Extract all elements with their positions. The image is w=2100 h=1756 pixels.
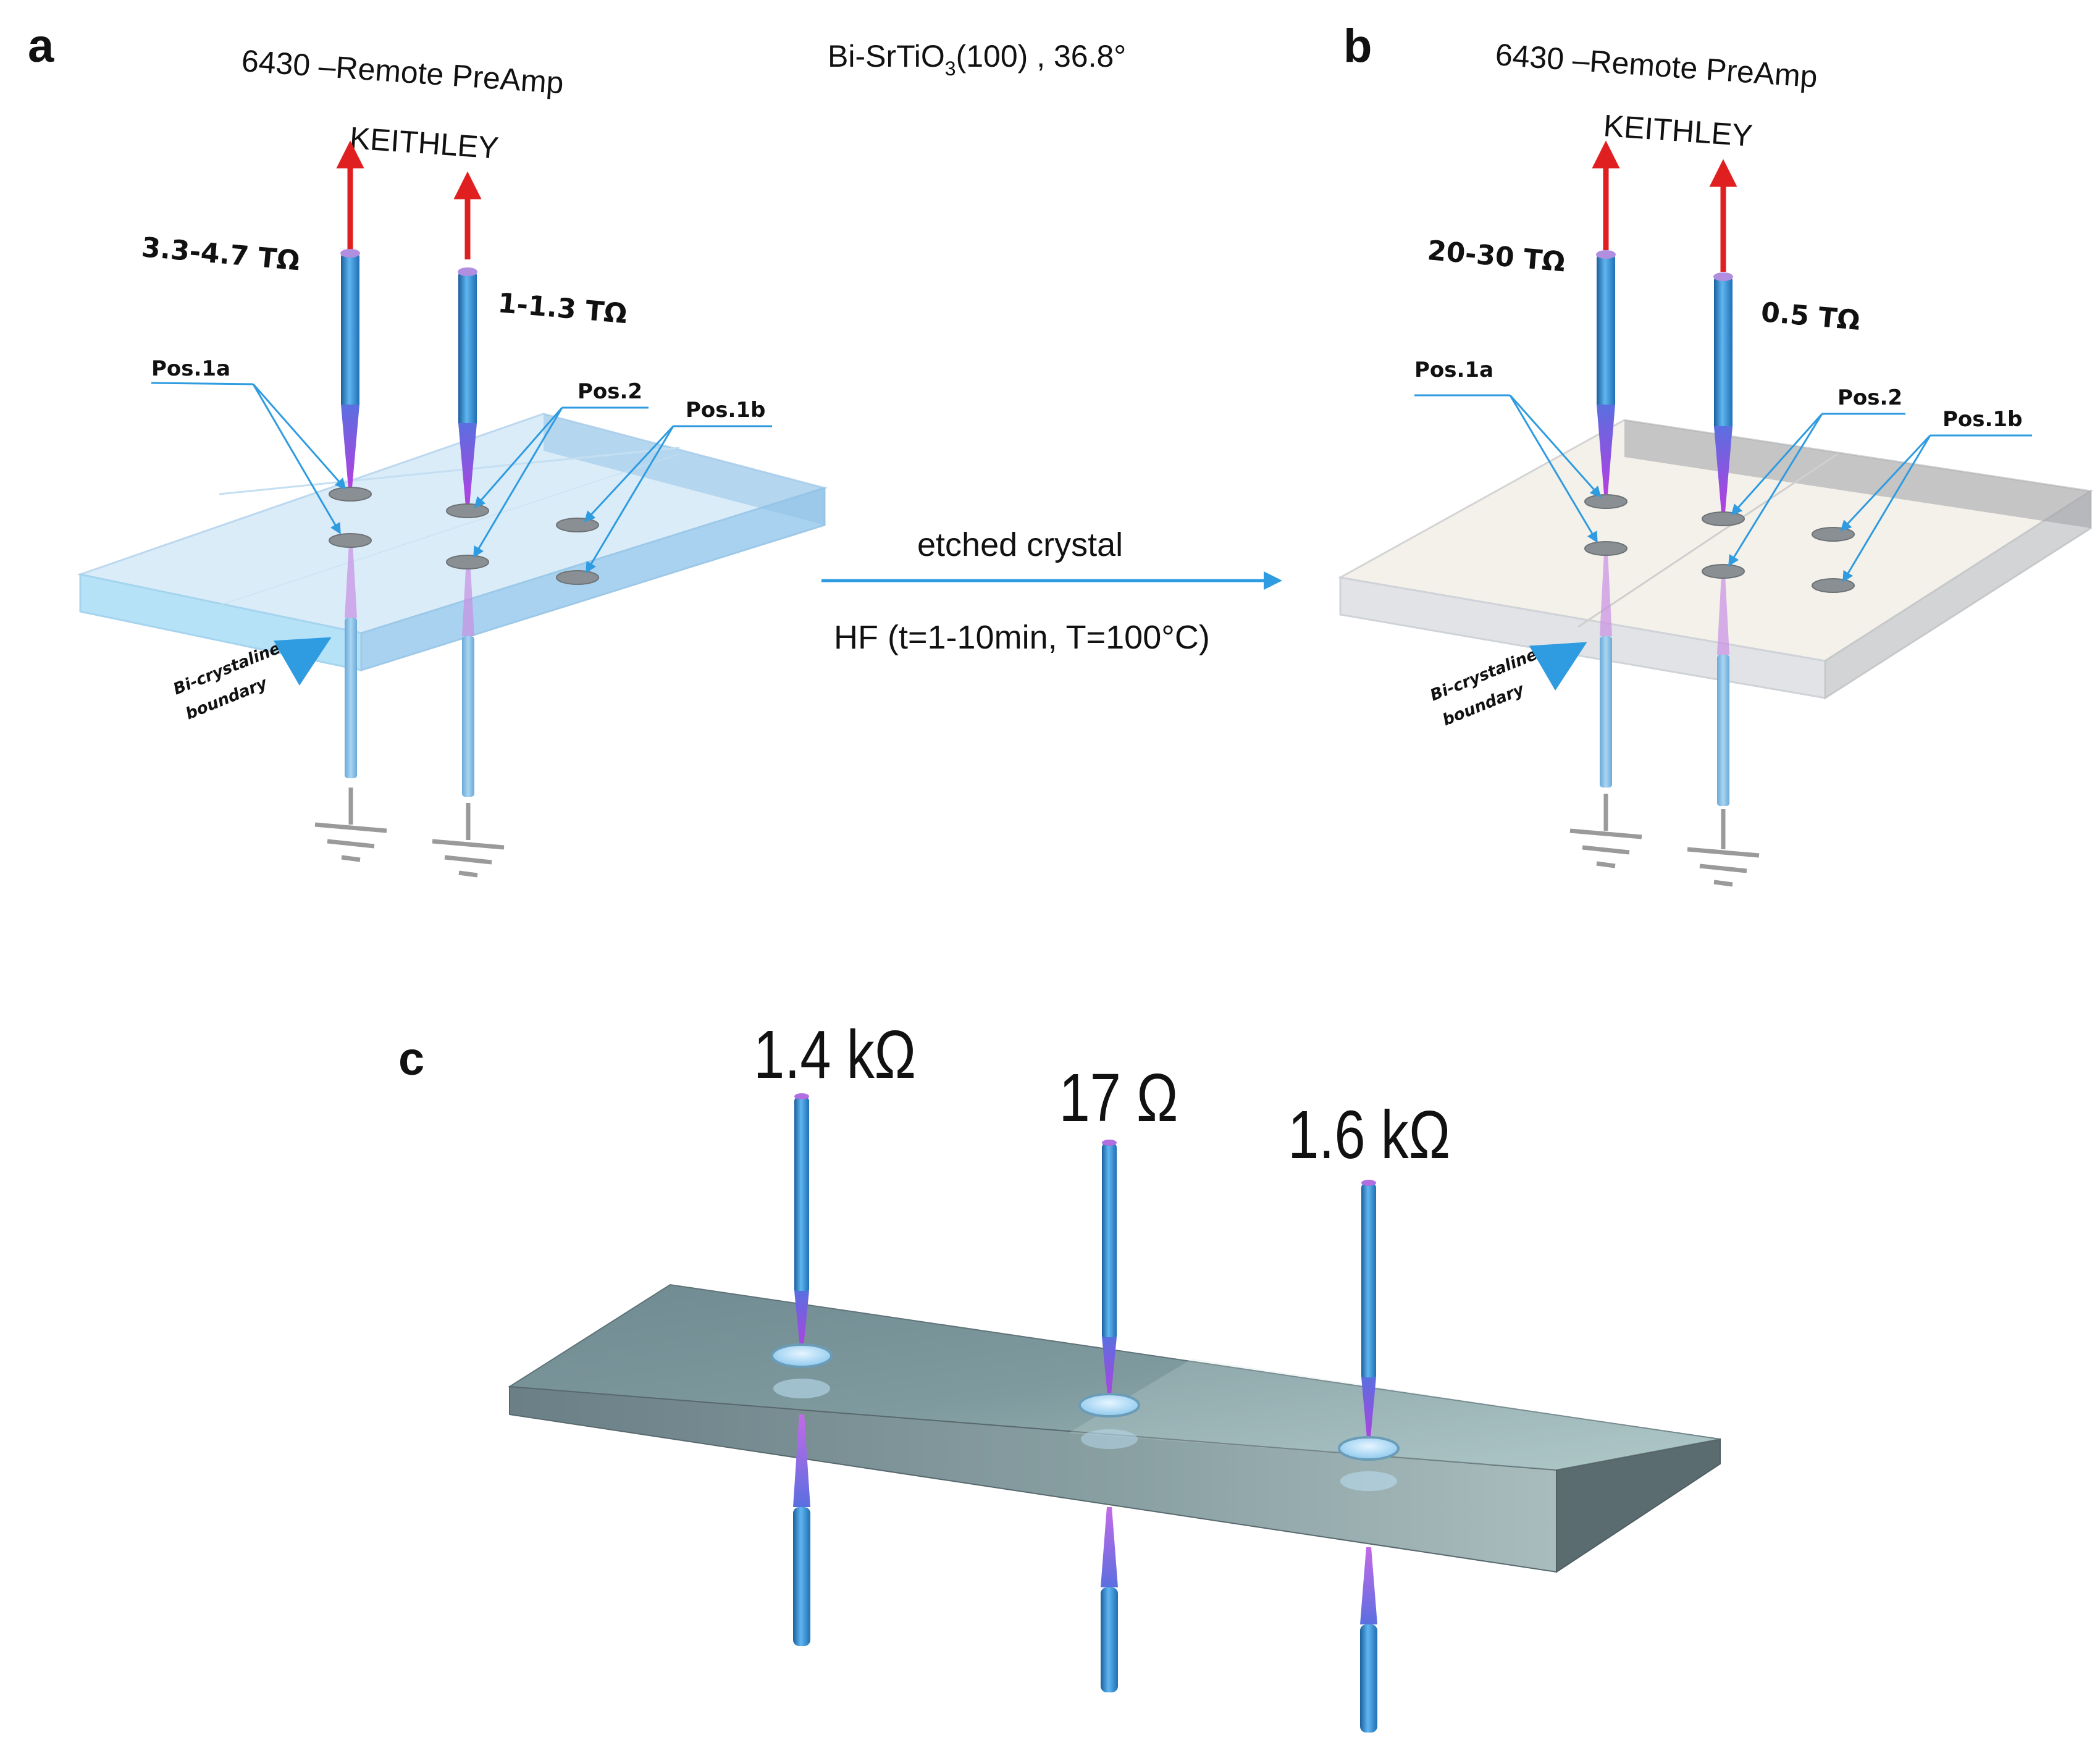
figure-title: Bi-SrTiO3(100) , 36.8° xyxy=(828,39,1126,80)
panel-a-probe-left xyxy=(340,249,360,488)
panel-a-boundary-annotation: Bi-crystaline boundary xyxy=(170,637,332,723)
panel-a-instrument-label: 6430 –Remote PreAmp xyxy=(240,43,565,100)
panel-b-pad-1a-bottom xyxy=(1584,541,1628,556)
panel-a-pos-1a-leader xyxy=(151,382,254,385)
panel-b-pos-1b-pointer-bottom xyxy=(1842,435,1931,583)
panel-b-pad-1b-bottom xyxy=(1812,578,1855,593)
panel-a-probe-right xyxy=(458,267,477,506)
panel-b-pad-1b-top xyxy=(1812,527,1855,542)
panel-b-pad-2-bottom xyxy=(1702,564,1745,579)
panel-b-probe-bottom-right xyxy=(1717,574,1729,806)
panel-c-probe-3 xyxy=(1338,1180,1400,1733)
panel-b-probe-left xyxy=(1596,250,1616,494)
panel-a-instrument-brand: KEITHLEY xyxy=(348,120,500,166)
panel-c-crystal-slab xyxy=(507,1283,1721,1573)
panel-b-pos-2-pointer-top xyxy=(1731,413,1823,516)
panel-b-pos-1b-label: Pos.1b xyxy=(1942,407,2022,432)
panel-c-probe-1 xyxy=(771,1093,833,1646)
panel-a-crystal xyxy=(77,413,828,672)
panel-a-resistance-right: 1-1.3 TΩ xyxy=(497,287,628,330)
panel-b-boundary-arrow xyxy=(1529,642,1587,691)
process-top-label: etched crystal xyxy=(917,526,1123,563)
panel-b-pad-2-top xyxy=(1702,511,1745,526)
panel-c-letter: c xyxy=(398,1033,424,1085)
panel-c-probe-2 xyxy=(1078,1140,1140,1692)
panel-b-ground-right xyxy=(1687,809,1760,887)
panel-b-pos-2-label: Pos.2 xyxy=(1838,385,1902,410)
panel-b-resistance-right: 0.5 TΩ xyxy=(1760,296,1862,337)
panel-a-boundary-arrow xyxy=(273,637,332,686)
process-arrow-group: etched crystal HF (t=1-10min, T=100°C) xyxy=(821,526,1282,656)
panel-a-resistance-left: 3.3-4.7 TΩ xyxy=(140,232,301,277)
panel-a-pos-1b-pointer-bottom xyxy=(586,426,674,574)
panel-b-instrument-brand: KEITHLEY xyxy=(1602,108,1754,153)
panel-a: a 6430 –Remote PreAmp KEITHLEY xyxy=(28,20,828,878)
panel-b-crystal xyxy=(1337,419,2094,700)
panel-a-pos-1a-label: Pos.1a xyxy=(151,356,230,381)
panel-a-pad-2-bottom xyxy=(446,555,489,569)
panel-a-probe-bottom-right xyxy=(462,559,474,797)
panel-a-pad-1a-bottom xyxy=(329,533,372,548)
panel-a-pos-1a-pointer-bottom xyxy=(252,384,341,535)
panel-c: c 1.4 kΩ 17 Ω 1.6 kΩ xyxy=(398,1017,1721,1733)
panel-a-pos-2-label: Pos.2 xyxy=(578,379,642,404)
panel-b-pos-1a-label: Pos.1a xyxy=(1414,358,1493,382)
panel-a-pos-1b-pointer-top xyxy=(584,425,674,523)
panel-a-pos-1a-pointer-top xyxy=(252,384,346,490)
panel-b-instrument-label: 6430 –Remote PreAmp xyxy=(1494,37,1818,94)
panel-b-letter: b xyxy=(1343,20,1372,72)
panel-a-pos-1b-label: Pos.1b xyxy=(686,398,765,422)
panel-b-probe-right xyxy=(1713,272,1733,513)
panel-a-pos-2-pointer-top xyxy=(474,407,563,508)
panel-a-letter: a xyxy=(28,20,54,72)
panel-a-probe-bottom-left xyxy=(345,544,357,778)
panel-c-resistance-2: 17 Ω xyxy=(1059,1061,1178,1136)
panel-b: b 6430 –Remote PreAmp KEITHLEY xyxy=(1337,20,2094,887)
title-suffix: (100) , 36.8° xyxy=(956,39,1127,74)
panel-b-pad-1a-top xyxy=(1584,494,1628,509)
panel-a-pad-1b-top xyxy=(556,518,599,532)
title-main: Bi-SrTiO xyxy=(828,39,945,74)
panel-b-ground-left xyxy=(1569,794,1642,868)
process-bottom-label: HF (t=1-10min, T=100°C) xyxy=(834,619,1210,656)
panel-c-resistance-3: 1.6 kΩ xyxy=(1288,1098,1450,1173)
title-subscript: 3 xyxy=(945,57,956,80)
panel-b-pos-2-pointer-bottom xyxy=(1728,413,1823,567)
panel-b-resistance-left: 20-30 TΩ xyxy=(1426,235,1566,278)
panel-a-pad-1a-top xyxy=(329,487,372,502)
panel-b-boundary-annotation: Bi-crystaline boundary xyxy=(1427,642,1587,729)
panel-b-pos-1a-pointer-top xyxy=(1509,395,1602,498)
panel-b-probe-bottom-left xyxy=(1600,553,1612,788)
panel-a-ground-left xyxy=(314,788,387,862)
panel-a-ground-right xyxy=(432,803,505,878)
panel-a-pos-2-pointer-bottom xyxy=(473,407,563,558)
panel-c-resistance-1: 1.4 kΩ xyxy=(754,1017,916,1093)
panel-a-pad-2-top xyxy=(446,503,489,518)
panel-a-pad-1b-bottom xyxy=(556,570,599,585)
panel-b-pos-1a-pointer-bottom xyxy=(1509,395,1598,544)
panel-b-pos-1b-pointer-top xyxy=(1840,434,1931,532)
